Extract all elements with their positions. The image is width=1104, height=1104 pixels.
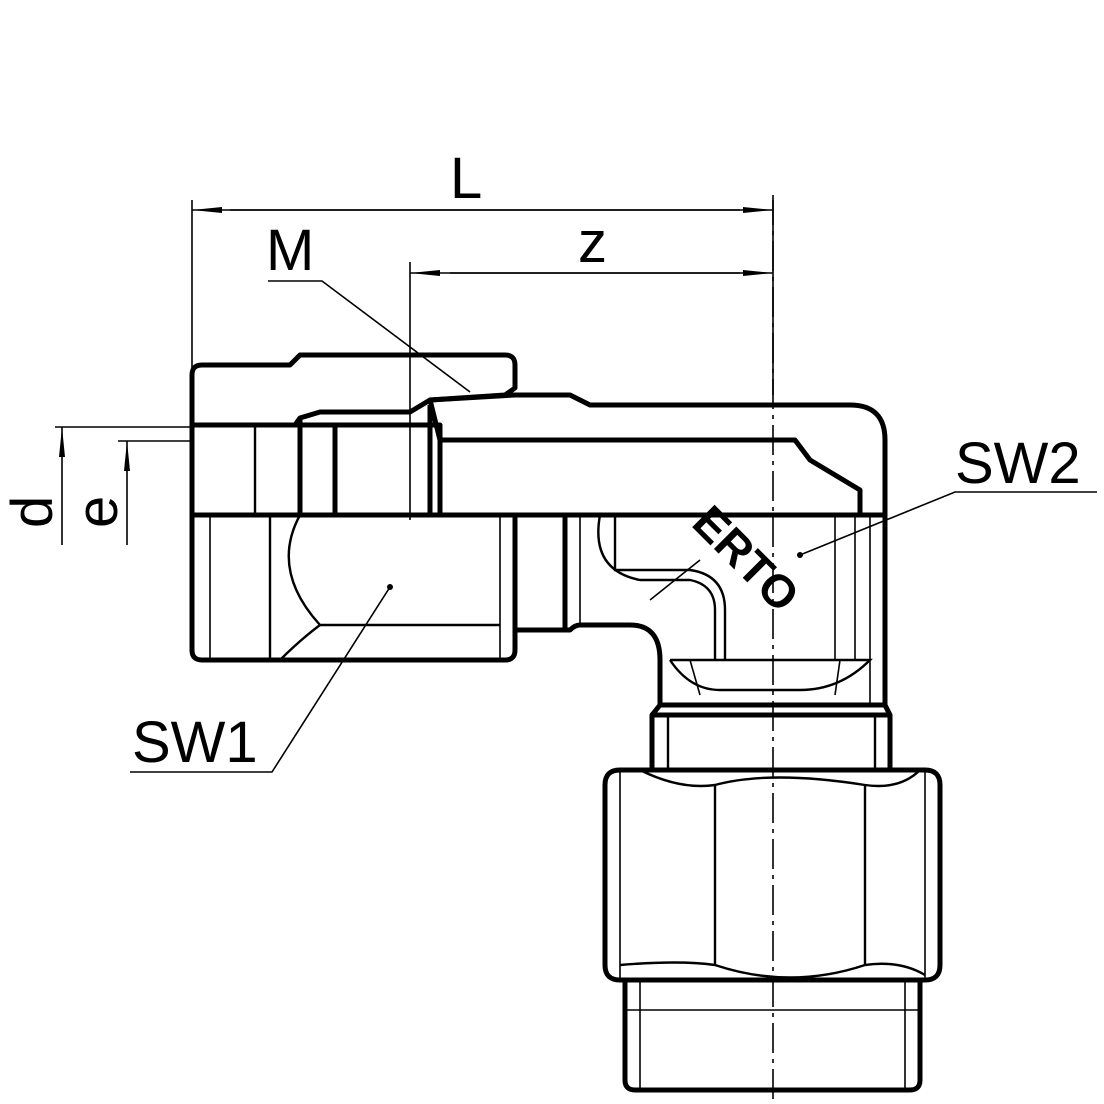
label-L: L — [450, 146, 482, 211]
label-e: e — [65, 496, 130, 528]
nut-sw1 — [189, 352, 518, 663]
dimension-z: z — [409, 210, 773, 520]
label-sw1: SW1 — [132, 710, 258, 775]
label-sw2: SW2 — [955, 431, 1081, 496]
lower-nut — [602, 703, 943, 1093]
dimension-d: d — [0, 426, 192, 545]
label-d: d — [0, 496, 65, 528]
dimension-M: M — [266, 218, 471, 393]
callout-sw1: SW1 — [130, 586, 391, 775]
label-z: z — [578, 210, 607, 275]
dimension-e: e — [65, 440, 192, 545]
label-M: M — [266, 218, 314, 283]
callout-sw2: SW2 — [799, 431, 1097, 556]
dimension-L: L — [191, 146, 774, 395]
